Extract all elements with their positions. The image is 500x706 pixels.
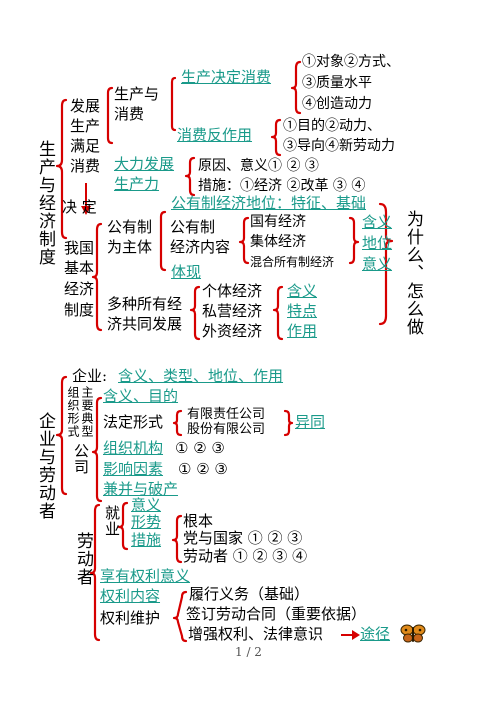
hunhe-jingji: 混合所有制经济	[250, 255, 335, 269]
brace-weihu	[172, 590, 188, 643]
xiaofei-fanzuoyong-link[interactable]: 消费反作用	[177, 126, 253, 144]
cuoshi-text: 措施：①经济 ②改革 ③ ④	[198, 178, 366, 194]
waizi-jingji: 外资经济	[202, 322, 263, 340]
gongyouzhi-1: 公有制	[107, 218, 153, 236]
jiuye-xingshi-link[interactable]: 形势	[131, 513, 162, 531]
fanzuoyong-item-1: ①目的②动力、	[283, 118, 381, 134]
brace-weishenme	[378, 202, 394, 326]
shengchan-xiaofei-2: 消费	[114, 105, 145, 123]
zuzhi-jigou-nums: ① ② ③	[175, 439, 225, 457]
gongyouzhi-2: 为主体	[107, 238, 153, 256]
shengchan-jueding-link[interactable]: 生产决定消费	[181, 68, 272, 86]
qiye-items-link[interactable]: 含义、类型、地位、作用	[118, 367, 284, 385]
fazhan-line-1: 发展	[70, 97, 101, 115]
butterfly-icon	[400, 624, 426, 643]
duozhong-2: 济共同发展	[107, 315, 183, 333]
gongsi-label: 公司	[72, 443, 90, 475]
jiuye-yiyi-link[interactable]: 意义	[131, 496, 162, 514]
jiti-jingji: 集体经济	[250, 234, 306, 250]
brace-fanzuoyong	[270, 118, 282, 157]
fazhan-line-2: 生产	[70, 117, 101, 135]
jianbing-pochan-link[interactable]: 兼并与破产	[103, 480, 179, 498]
fazhan-line-4: 消费	[70, 157, 101, 175]
qiye-label: 企业:	[72, 367, 108, 385]
jiuye-cuoshi-link[interactable]: 措施	[131, 531, 162, 549]
brace-laodongzhe	[89, 503, 101, 642]
zuzhi-xingshi: 组织形式	[66, 386, 80, 438]
xiangyou-quanli-link[interactable]: 享有权利意义	[100, 567, 191, 585]
brace-jiben	[91, 222, 103, 332]
jueding-item-2: ③质量水平	[302, 75, 372, 91]
tujing-link[interactable]: 途径	[360, 625, 391, 643]
gufen-youxian: 股份有限公司	[187, 422, 266, 437]
section-title-shengchan: 生产与经济制度	[35, 140, 55, 266]
jueding-item-3: ④创造动力	[302, 96, 372, 112]
quanli-neirong-link[interactable]: 权利内容	[100, 587, 161, 605]
brace-cuoshi	[171, 514, 183, 564]
zhuyao-dianxing: 主要典型	[80, 386, 94, 438]
brace-geti	[189, 285, 201, 341]
brace-jueding-up	[170, 76, 177, 132]
brace-hanyi-tedian	[272, 285, 284, 341]
gongyou-neirong-2: 经济内容	[170, 238, 231, 256]
gongyouzhi-diwei-link[interactable]: 公有制经济地位：特征、基础	[171, 194, 367, 212]
fazhan-line-3: 满足	[70, 137, 101, 155]
brace-youxian-right	[283, 409, 294, 437]
dang-guojia-text: 党与国家 ① ② ③	[183, 529, 303, 547]
brace-shengchan	[106, 86, 114, 145]
brace-fazhan	[55, 98, 68, 240]
fanzuoyong-item-2: ③导向④新劳动力	[283, 138, 395, 154]
zengqiang-yishi: 增强权利、法律意识	[188, 625, 324, 643]
lvxing-yiwu: 履行义务（基础）	[189, 585, 310, 603]
laodongzhe-label: 劳动者	[73, 532, 93, 586]
yingxiang-nums: ① ② ③	[178, 460, 228, 478]
yingxiang-yinsu-link[interactable]: 影响因素	[103, 460, 164, 478]
yitong-link[interactable]: 异同	[295, 413, 326, 431]
shengchanli-link[interactable]: 生产力	[114, 175, 160, 193]
jueding-label: 决 定	[62, 198, 97, 216]
brace-jueding	[290, 60, 302, 115]
quanli-weihu: 权利维护	[100, 609, 161, 627]
geti-jingji: 个体经济	[202, 282, 263, 300]
yuanyin-text: 原因、意义① ② ③	[198, 158, 319, 174]
brace-gongsi	[91, 396, 103, 503]
jiben-line-4: 制度	[64, 301, 95, 319]
laodongzhe-nums: 劳动者 ① ② ③ ④	[183, 547, 308, 565]
jueding-item-1: ①对象②方式、	[302, 54, 400, 70]
brace-jiuye	[117, 501, 129, 551]
hanyi-link-1[interactable]: 含义	[362, 213, 393, 231]
diwei-link[interactable]: 地位	[362, 234, 393, 252]
brace-youxian	[172, 409, 183, 437]
fading-xingshi: 法定形式	[103, 413, 164, 431]
jiben-line-3: 经济	[64, 280, 95, 298]
youxian-zeren: 有限责任公司	[187, 407, 266, 422]
brace-gongyou	[159, 210, 167, 272]
weishenme-label: 为什么、怎么做	[403, 210, 423, 336]
duozhong-1: 多种所有经	[107, 295, 183, 313]
guoyou-jingji: 国有经济	[250, 214, 306, 230]
brace-qiye	[55, 375, 68, 496]
hanyi-mudi-link[interactable]: 含义、目的	[103, 387, 179, 405]
brace-guoyou	[238, 216, 250, 265]
page-number: 1 / 2	[235, 645, 262, 659]
dali-fazhan-link[interactable]: 大力发展	[114, 155, 175, 173]
tixian-link[interactable]: 体现	[171, 263, 202, 281]
siying-jingji: 私营经济	[202, 302, 263, 320]
genben-text: 根本	[183, 512, 214, 530]
hanyi-link-2[interactable]: 含义	[287, 282, 318, 300]
gongyou-neirong-1: 公有制	[170, 218, 216, 236]
yiyi-link[interactable]: 意义	[362, 255, 393, 273]
jiben-line-2: 基本	[64, 259, 95, 277]
zuoyong-link[interactable]: 作用	[287, 322, 318, 340]
section-title-qiye: 企业与劳动者	[35, 412, 55, 520]
shengchan-xiaofei-1: 生产与	[114, 85, 160, 103]
brace-hanyi-right	[348, 216, 360, 265]
zuzhi-jigou-link[interactable]: 组织机构	[103, 439, 164, 457]
tedian-link[interactable]: 特点	[287, 302, 318, 320]
jiben-line-1: 我国	[64, 239, 95, 257]
qianding-hetong: 签订劳动合同（重要依据）	[186, 605, 367, 623]
jiuye-label: 就业	[103, 505, 121, 537]
brace-dali	[184, 156, 196, 197]
